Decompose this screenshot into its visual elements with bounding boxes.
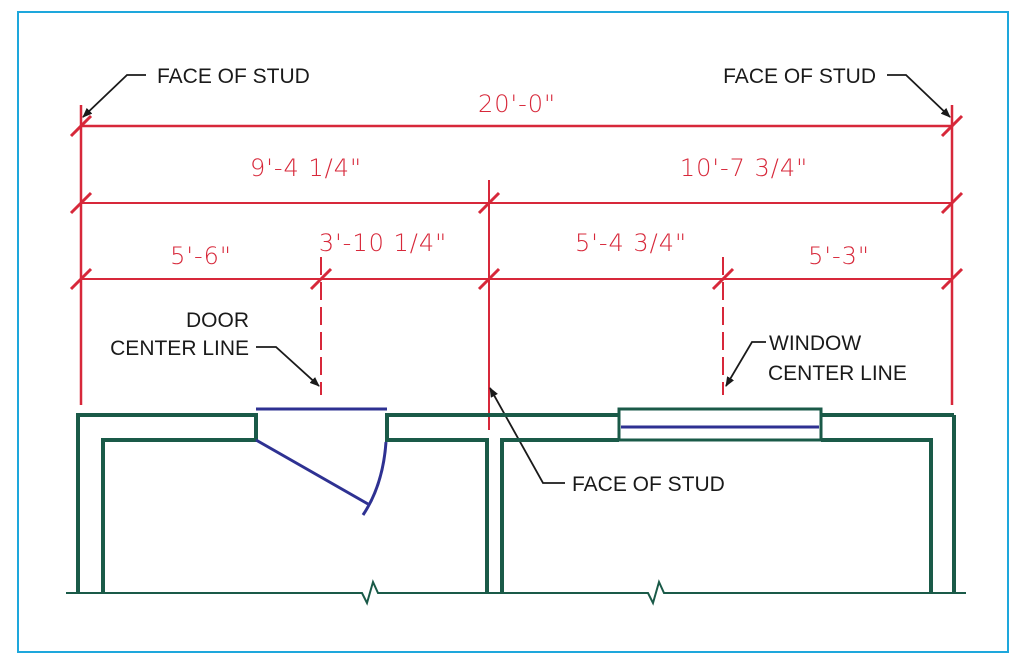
door-leaf	[255, 438, 369, 506]
window-label-line1: WINDOW	[769, 332, 861, 355]
face-of-stud-left-label: FACE OF STUD	[157, 65, 310, 88]
face-of-stud-middle-label: FACE OF STUD	[572, 473, 725, 496]
drawing-frame	[17, 11, 1009, 653]
left-outer-wall	[76, 413, 256, 593]
left-break-line	[66, 579, 485, 606]
left-inner-wall	[101, 438, 256, 593]
door-center-line-leader	[256, 346, 320, 387]
window	[617, 407, 823, 442]
door-label-line1: DOOR	[186, 309, 249, 332]
window-frame	[617, 407, 823, 442]
dimension-lines	[81, 124, 952, 280]
tick-marks	[69, 114, 964, 291]
overall-dimension-text: 20'-0"	[478, 90, 556, 118]
walls	[76, 413, 956, 593]
left-face-of-stud-leader	[82, 74, 146, 118]
door-swing-arc	[361, 441, 388, 516]
door-to-stud-dimension-text: 3'-10 1/4"	[319, 229, 447, 257]
face-of-stud-right-label: FACE OF STUD	[723, 65, 876, 88]
right-break-line	[485, 579, 966, 606]
door-offset-dimension-text: 5'-6"	[170, 242, 232, 270]
break-line	[66, 579, 966, 606]
window-to-end-dimension-text: 5'-3"	[808, 242, 870, 270]
left-room-right-wall	[387, 438, 489, 593]
door-label-line2: CENTER LINE	[110, 337, 249, 360]
stud-to-window-dimension-text: 5'-4 3/4"	[575, 229, 687, 257]
left-half-dimension-text: 9'-4 1/4"	[250, 154, 362, 182]
extension-lines	[79, 105, 954, 430]
door	[255, 407, 388, 516]
leader-lines	[82, 74, 951, 484]
right-face-of-stud-leader	[887, 74, 951, 118]
right-half-dimension-text: 10'-7 3/4"	[680, 154, 808, 182]
right-room-right-inner-wall	[821, 438, 933, 593]
window-center-line-leader	[725, 341, 766, 387]
right-room-left-wall	[500, 438, 619, 593]
window-label-line2: CENTER LINE	[768, 362, 907, 385]
middle-face-of-stud-leader	[489, 387, 565, 484]
